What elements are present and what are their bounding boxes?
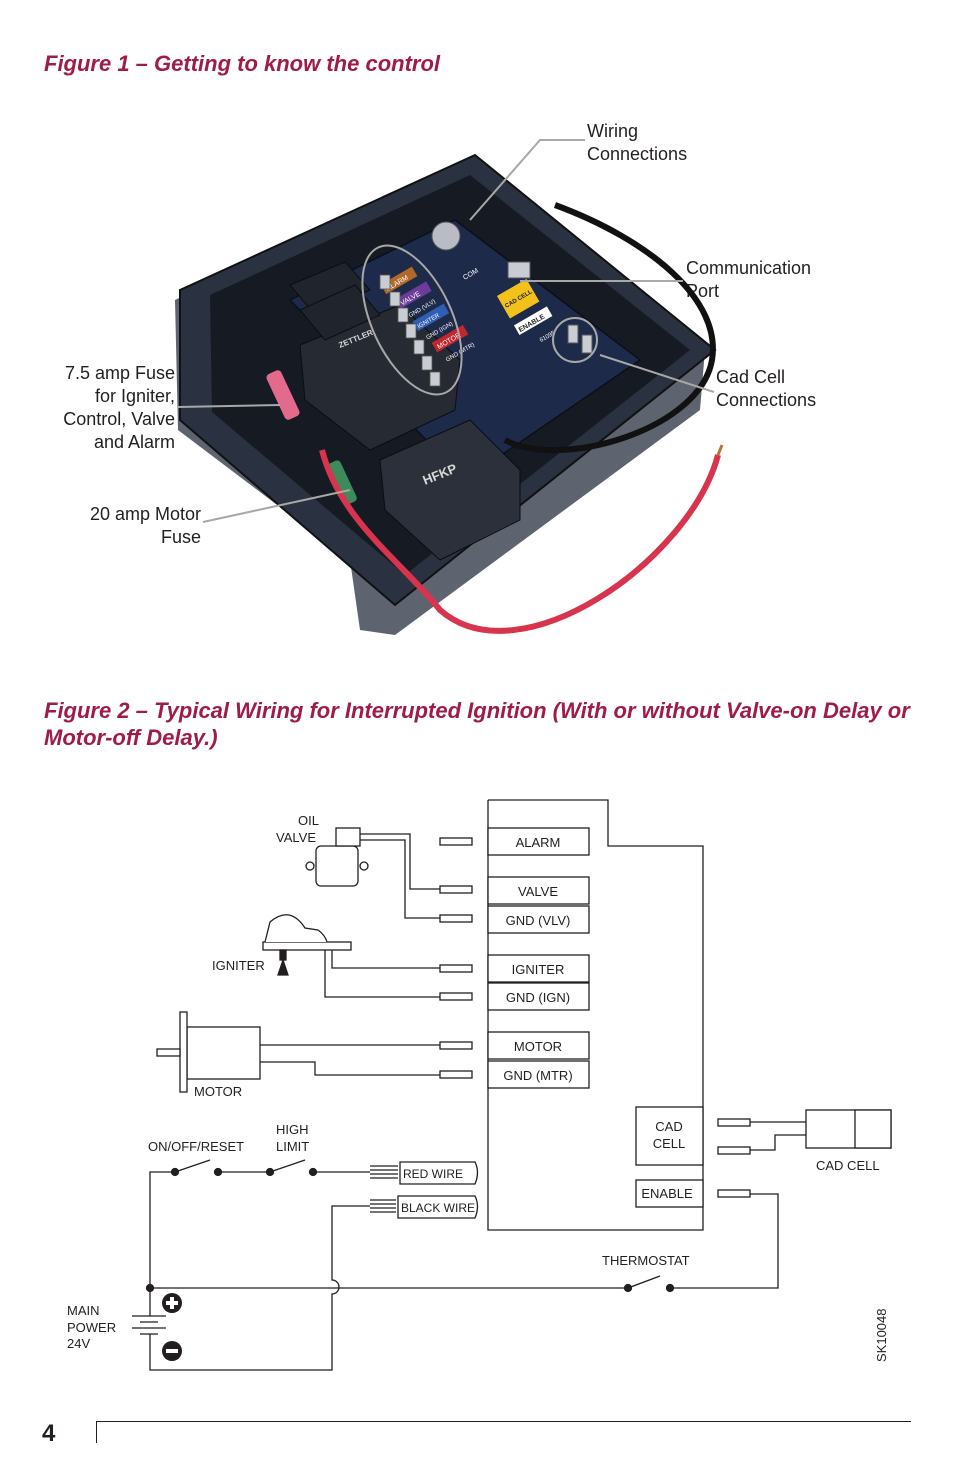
callout-line: Control, Valve (63, 409, 175, 429)
capacitor (431, 221, 461, 251)
power-wire-top (149, 1171, 173, 1288)
fuse-20-amp (327, 460, 357, 505)
igniter-icon (262, 941, 352, 951)
on-off-reset-switch (174, 1159, 211, 1173)
callout-wiring-connections: Wiring Connections (587, 120, 687, 166)
footer-tick (96, 1421, 97, 1443)
wiring-diagram: ALARM VALVE GND (VLV) IGNITER GND (IGN) … (67, 799, 892, 1371)
cad-cell-terminal (567, 324, 579, 344)
relay-small (299, 284, 381, 341)
terminal-alarm (487, 827, 590, 856)
label-alarm: ALARM (516, 835, 561, 850)
label-main-power-l1: MAIN (67, 1303, 100, 1318)
callout-line: Communication (686, 258, 812, 278)
callout-line: Fuse (160, 527, 201, 547)
label-cad-cell-device: CAD CELL (816, 1158, 880, 1173)
terminal-motor (487, 1031, 590, 1060)
label-black-wire: BLACK WIRE (401, 1201, 475, 1215)
callout-line: Connections (716, 390, 817, 410)
label-drawing-code: SK10048 (874, 1309, 889, 1363)
cad-cell-wire (750, 1134, 806, 1151)
label-oil-valve-l2: VALVE (276, 830, 316, 845)
label-valve: VALVE (518, 884, 558, 899)
callout-line: Connections (587, 144, 688, 164)
callout-line: and Alarm (93, 432, 175, 452)
terminal-gnd-vlv (487, 905, 590, 934)
callout-line: 7.5 amp Fuse (64, 363, 175, 383)
cad-cell-terminal (581, 334, 593, 354)
fuse-7-5-amp (266, 370, 300, 420)
terminal-cad-cell (635, 1106, 704, 1166)
relay-small (289, 261, 371, 316)
label-motor-device: MOTOR (194, 1084, 242, 1099)
label-gnd-ign: GND (IGN) (506, 990, 570, 1005)
label-motor: MOTOR (514, 1039, 562, 1054)
black-wire-lead (397, 1195, 479, 1219)
label-high-limit-l2: LIMIT (276, 1139, 309, 1154)
label-main-power-l3: 24V (67, 1336, 90, 1351)
label-red-wire: RED WIRE (403, 1167, 463, 1181)
callout-cad-cell-connections: Cad Cell Connections (716, 366, 816, 412)
red-wire (319, 449, 721, 634)
figure-2-title: Figure 2 – Typical Wiring for Interrupte… (44, 698, 910, 750)
wire-nut-lines (370, 1165, 398, 1213)
callout-20-amp-motor-fuse: 20 amp Motor Fuse (60, 503, 201, 549)
footer-rule (96, 1421, 911, 1422)
valve-wire (360, 833, 440, 890)
oil-valve-icon (315, 845, 359, 887)
control-photo: ZETTLER HFKP ALARM VALVE GND (VLV) IGNIT… (175, 139, 724, 635)
board-label-igniter (412, 303, 450, 332)
callout-line: for Igniter, (94, 386, 175, 406)
igniter-gnd-wire (324, 950, 440, 998)
high-limit-switch (269, 1159, 306, 1173)
board-label-cad-cell (496, 278, 540, 319)
figure-1-title: Figure 1 – Getting to know the control (44, 51, 441, 76)
valve-gnd-wire (360, 839, 440, 919)
wiring-terminals (379, 274, 441, 387)
label-high-limit-l1: HIGH (276, 1122, 309, 1137)
label-thermostat: THERMOSTAT (602, 1253, 690, 1268)
label-igniter-device: IGNITER (212, 958, 265, 973)
callout-leaders (177, 139, 715, 523)
communication-port (507, 261, 531, 279)
terminal-gnd-mtr (487, 1060, 590, 1089)
label-on-off-reset: ON/OFF/RESET (148, 1139, 244, 1154)
callout-line: Wiring (587, 121, 639, 141)
label-enable: ENABLE (641, 1186, 693, 1201)
board-label-valve (395, 281, 432, 309)
callout-line: Cad Cell (716, 367, 786, 387)
terminal-enable (635, 1179, 704, 1208)
relay-hfkp (379, 419, 521, 561)
callout-7-5-amp-fuse: 7.5 amp Fuse for Igniter, Control, Valve… (40, 362, 175, 454)
label-main-power-l2: POWER (67, 1320, 116, 1335)
terminal-igniter (487, 954, 590, 983)
callout-line: 20 amp Motor (89, 504, 201, 524)
thermostat-switch (627, 1275, 661, 1289)
control-outline (487, 799, 704, 1231)
battery-icon (132, 1288, 166, 1352)
label-gnd-vlv: GND (VLV) (506, 913, 571, 928)
label-cad-cell-l1: CAD (655, 1119, 682, 1134)
label-gnd-mtr: GND (MTR) (503, 1068, 572, 1083)
label-cad-cell-l2: CELL (653, 1136, 686, 1151)
page-number: 4 (42, 1420, 56, 1447)
motor-gnd-wire (260, 1061, 440, 1076)
black-wire (503, 202, 716, 454)
label-oil-valve-l1: OIL (298, 813, 319, 828)
red-wire-lead (399, 1161, 479, 1185)
label-igniter: IGNITER (512, 962, 565, 977)
terminal-valve (487, 876, 590, 905)
igniter-wire (331, 950, 440, 969)
motor-icon (186, 1026, 261, 1080)
terminal-gnd-ign (487, 982, 590, 1011)
board-label-enable (513, 306, 553, 335)
